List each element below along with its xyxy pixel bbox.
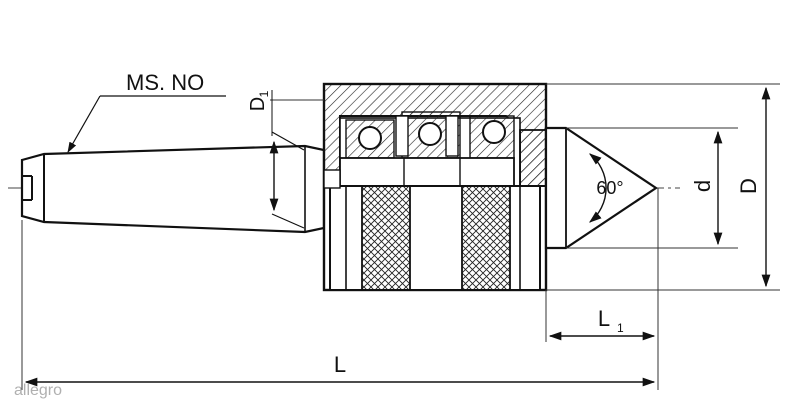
conical-point bbox=[544, 126, 658, 250]
bearing-left bbox=[345, 119, 395, 159]
watermark-text: allegro bbox=[14, 382, 62, 399]
bearing-housing bbox=[322, 82, 548, 292]
morse-taper-label: MS. NO bbox=[126, 70, 204, 95]
taper-diameter-subscript: 1 bbox=[257, 90, 271, 97]
morse-taper-leader bbox=[67, 95, 226, 153]
body-diameter-label: D bbox=[736, 178, 761, 194]
point-length-subscript: 1 bbox=[617, 321, 624, 335]
taper-diameter-label: D bbox=[247, 97, 269, 111]
overall-length-label: L bbox=[334, 352, 346, 377]
point-length-label: L bbox=[598, 306, 610, 331]
angle-label: 60° bbox=[596, 178, 623, 198]
bearing-middle bbox=[395, 111, 461, 159]
bearing-right bbox=[469, 115, 515, 159]
extension-lines bbox=[21, 83, 780, 390]
point-diameter-label: d bbox=[690, 180, 715, 192]
morse-taper-shank bbox=[20, 144, 326, 234]
